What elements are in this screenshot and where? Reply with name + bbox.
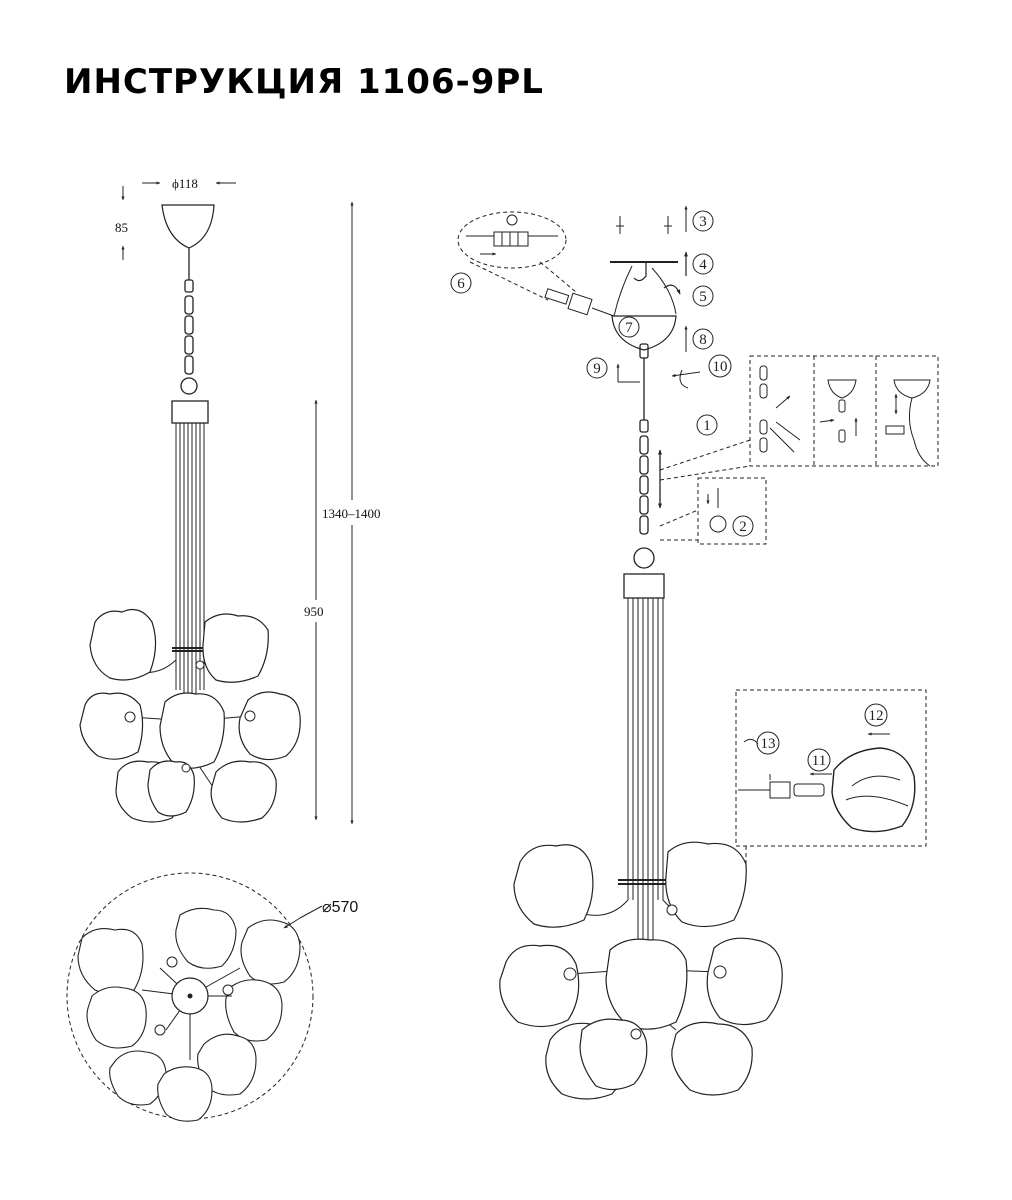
mounting-bar (610, 251, 688, 295)
assembly-chain (633, 343, 663, 569)
step-markers: 1 2 3 4 5 6 7 8 9 10 11 12 13 (450, 210, 888, 772)
svg-text:3: 3 (699, 214, 707, 230)
front-view: ϕ118 85 1340–1400 950 (79, 176, 381, 825)
canopy (161, 204, 215, 249)
step-12: 12 (864, 703, 888, 727)
svg-text:1: 1 (703, 418, 711, 434)
chain-adjust-inset (659, 355, 939, 481)
svg-text:11: 11 (812, 753, 826, 769)
hook-inset (659, 477, 767, 545)
svg-text:2: 2 (739, 519, 747, 535)
svg-text:9: 9 (593, 361, 601, 377)
bulb-inset (715, 689, 927, 881)
step-1: 1 (696, 414, 718, 436)
assembly-top-cap (623, 573, 665, 599)
assembly-glass-shades (499, 841, 783, 1100)
spread-diameter-label: ⌀570 (322, 899, 358, 916)
spread-leader (283, 917, 301, 929)
body-height-label: 950 (304, 604, 324, 619)
canopy-wiring (613, 265, 701, 389)
canopy-height-label: 85 (115, 220, 128, 235)
step-5: 5 (692, 285, 714, 307)
top-cap (171, 400, 209, 424)
step-4: 4 (692, 253, 714, 275)
step-6: 6 (450, 272, 472, 294)
step-3: 3 (692, 210, 714, 232)
svg-text:6: 6 (457, 276, 465, 292)
page-title: ИНСТРУКЦИЯ 1106-9PL (64, 62, 544, 102)
assembly-canopy (611, 315, 677, 351)
step-11: 11 (807, 748, 831, 772)
svg-text:8: 8 (699, 332, 707, 348)
step-9: 9 (586, 357, 608, 379)
svg-text:5: 5 (699, 289, 707, 305)
svg-text:12: 12 (869, 708, 884, 724)
glass-shades (79, 609, 301, 823)
terminal-inset (457, 211, 567, 269)
chain (180, 248, 198, 395)
assembly-rods (569, 598, 721, 1031)
top-view-shades (77, 907, 301, 1122)
step-8: 8 (692, 328, 714, 350)
step-7: 7 (618, 316, 640, 338)
svg-text:13: 13 (761, 736, 776, 752)
total-height-label: 1340–1400 (322, 506, 381, 521)
terminal-block (466, 214, 615, 317)
step-10: 10 (708, 354, 732, 378)
step-2: 2 (732, 515, 754, 537)
step-13: 13 (756, 731, 780, 755)
svg-text:10: 10 (713, 359, 728, 375)
svg-text:4: 4 (699, 257, 707, 273)
top-view (66, 872, 323, 1122)
assembly-sockets (563, 904, 727, 1040)
sockets (124, 660, 256, 773)
spread-circle (66, 872, 314, 1120)
rods (172, 423, 208, 700)
assembly-view (457, 205, 939, 1100)
mounting-screws (616, 205, 688, 234)
canopy-diameter-label: ϕ118 (172, 176, 198, 191)
svg-text:7: 7 (625, 320, 633, 336)
